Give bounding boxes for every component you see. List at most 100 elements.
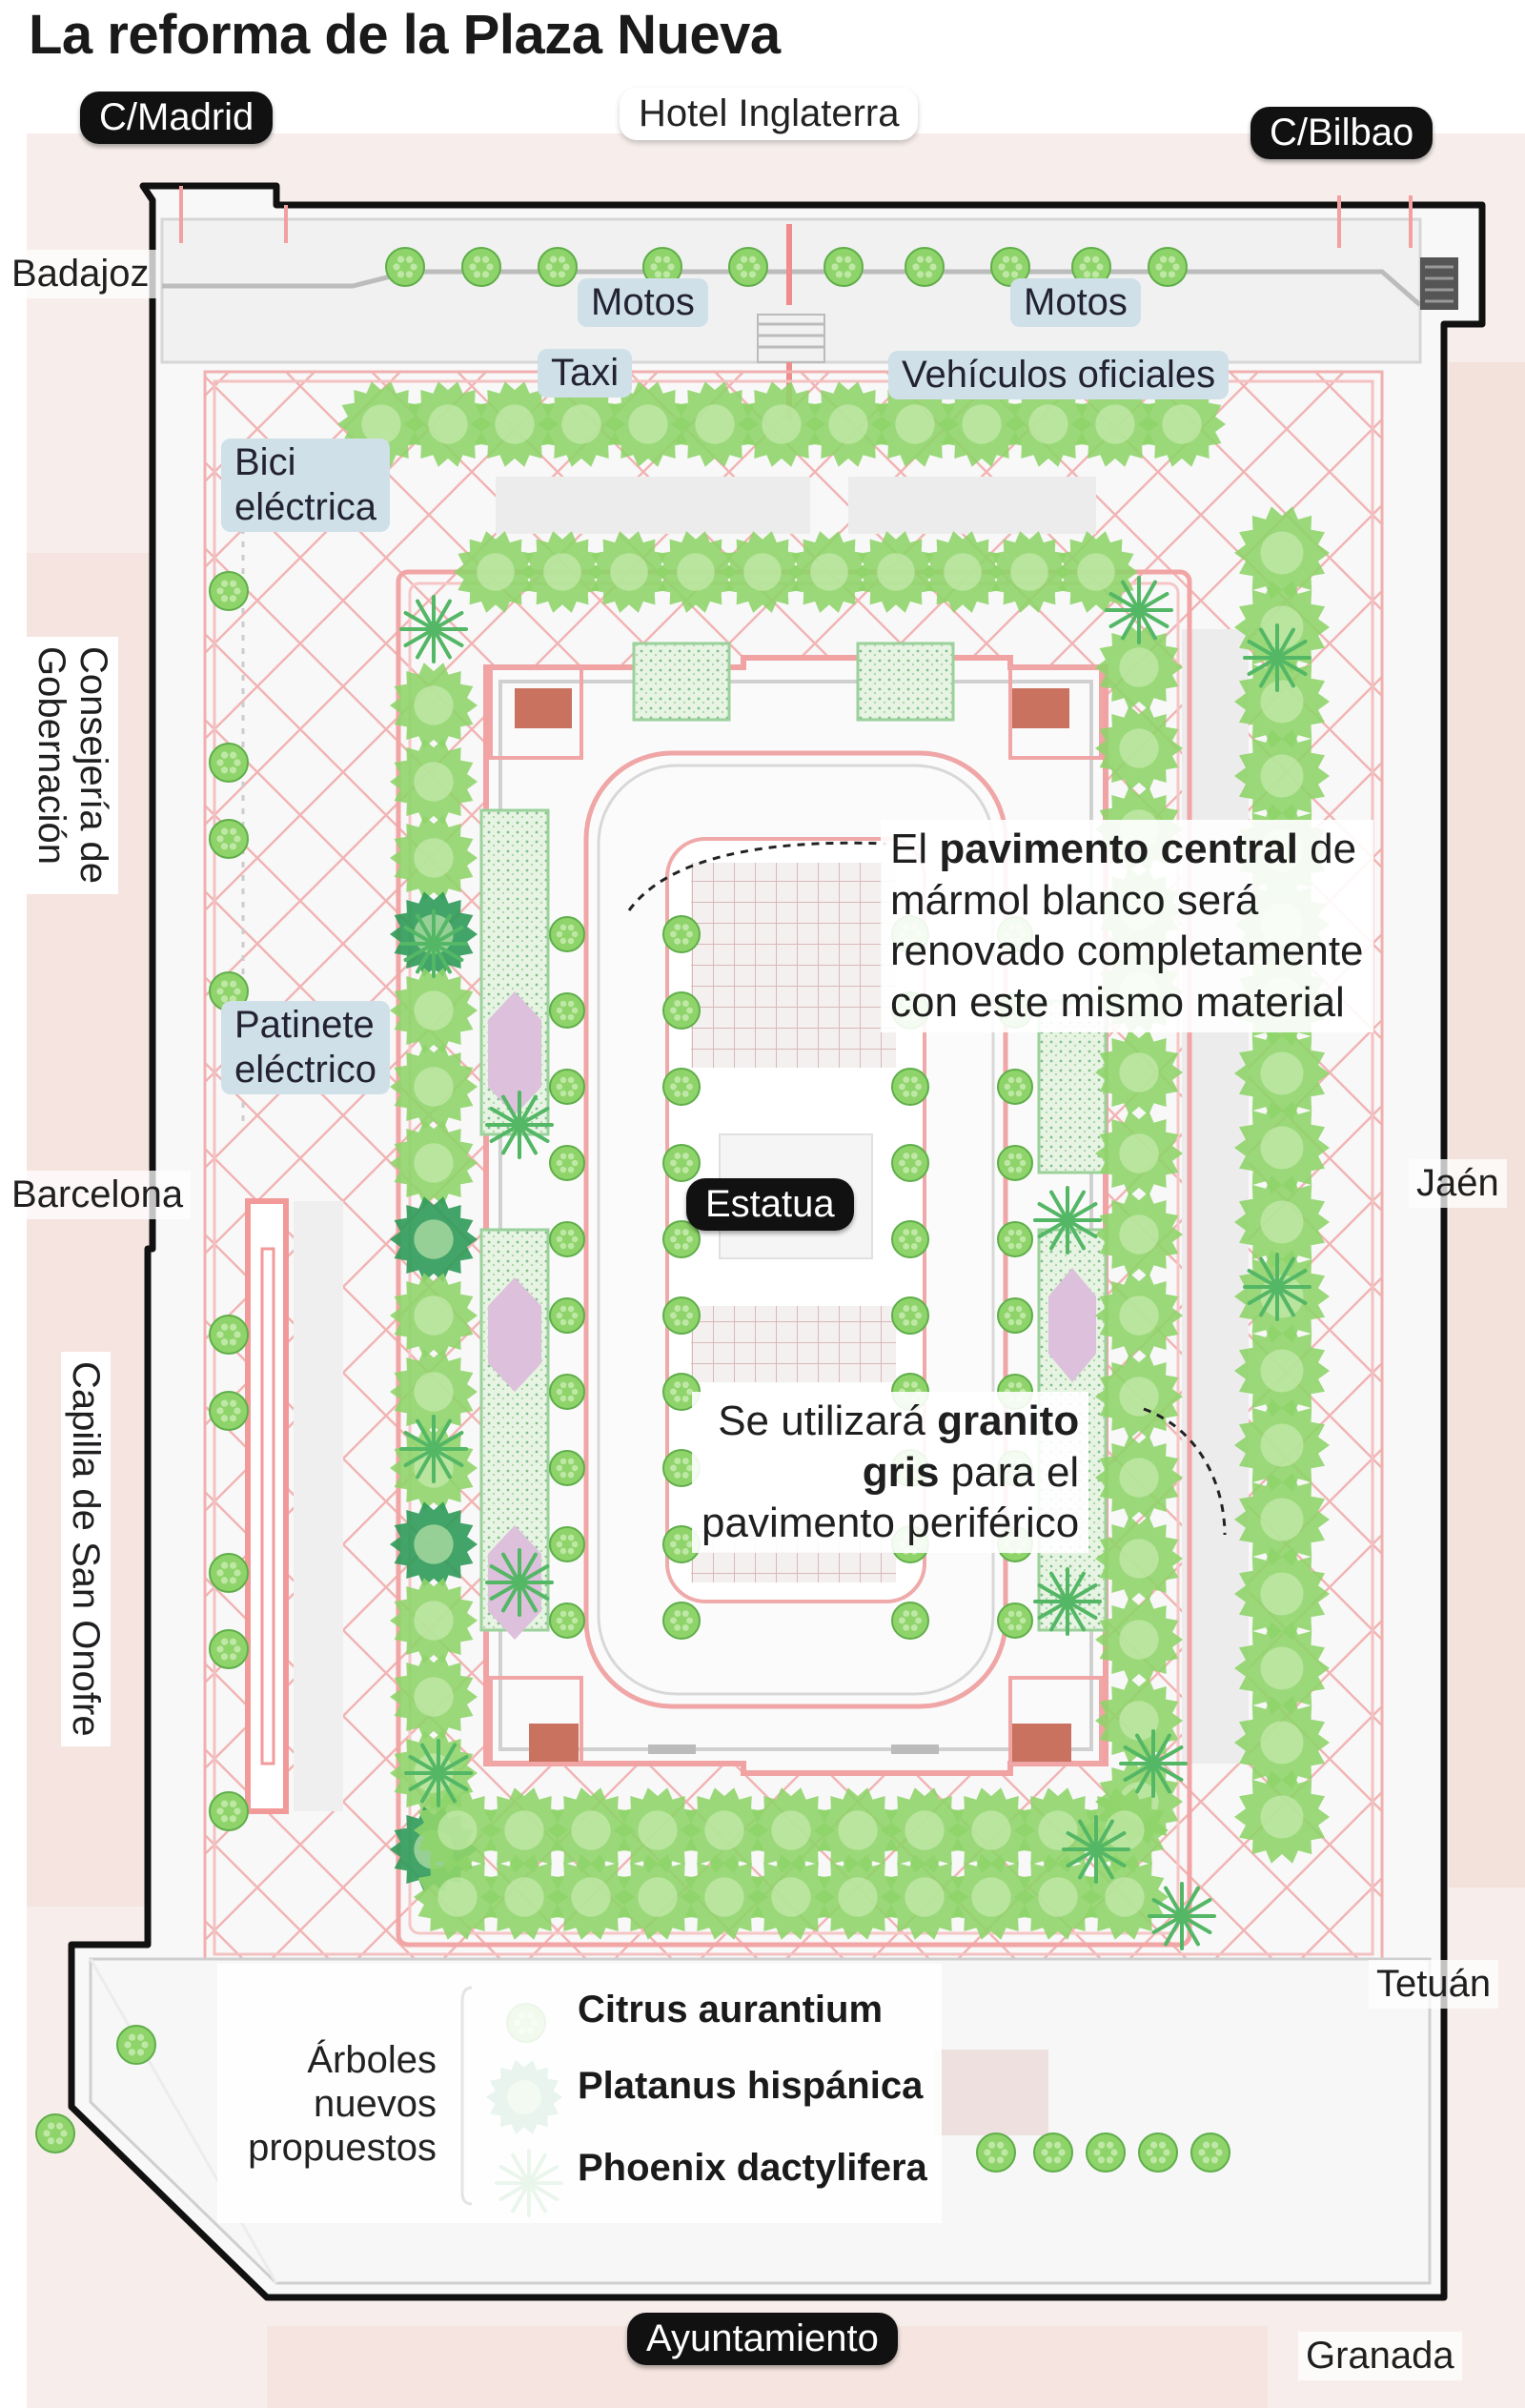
platanus-tree-icon [1234, 506, 1330, 600]
citrus-tree-icon [209, 819, 249, 859]
citrus-tree-icon [891, 1602, 929, 1640]
citrus-tree-icon [549, 1374, 585, 1410]
note-granito-pre: Se utilizará [718, 1398, 938, 1444]
citrus-tree-icon [997, 1602, 1033, 1639]
street-label-hotel-inglaterra: Hotel Inglaterra [620, 88, 919, 141]
citrus-tree-icon [662, 1449, 701, 1487]
platanus-tree-icon [1234, 1027, 1330, 1120]
paving-border [213, 379, 1374, 1956]
citrus-tree-icon [549, 1297, 585, 1334]
platanus-tree-icon [390, 1273, 478, 1358]
phoenix-palm-icon [1243, 1253, 1312, 1321]
note-central-paving: El pavimento central de mármol blanco se… [881, 820, 1373, 1032]
citrus-tree-icon [976, 2133, 1016, 2173]
platanus-tree-icon [1095, 1597, 1183, 1683]
citrus-tree-icon [997, 1069, 1033, 1105]
platanus-tree-icon [1095, 1435, 1183, 1520]
phoenix-palm-icon [1033, 1186, 1102, 1255]
platanus-tree-icon [721, 531, 804, 613]
planter-top-right [856, 642, 955, 722]
consejeria-text: Consejería de Gobernación [30, 646, 114, 885]
platanus-tree-icon [390, 1196, 478, 1282]
note-granito-bold2: gris [862, 1448, 940, 1496]
citrus-tree-icon [662, 1220, 701, 1258]
legend: Árboles nuevos propuestos Citrus auranti… [217, 1964, 942, 2223]
planter-top-left [632, 642, 731, 722]
page-title: La reforma de la Plaza Nueva [29, 4, 781, 66]
citrus-tree-icon [990, 247, 1030, 287]
legend-item-platanus: Platanus hispánica [578, 2065, 924, 2107]
citrus-tree-icon [209, 1791, 249, 1831]
platanus-tree-icon [747, 1787, 835, 1873]
platanus-tree-icon [671, 381, 759, 467]
note-central-line3: renovado completamente [890, 928, 1364, 975]
citrus-tree-icon [538, 247, 578, 287]
note-granito-post: para el [939, 1448, 1080, 1496]
platanus-tree-icon [454, 531, 538, 613]
platanus-tree-icon [1095, 624, 1183, 710]
grid-upper [691, 863, 896, 1068]
platanus-tree-icon [547, 1854, 635, 1940]
platanus-tree-icon [1138, 381, 1226, 467]
citrus-tree-icon [824, 247, 864, 287]
platanus-tree-icon [1095, 1192, 1183, 1277]
phoenix-palm-icon [399, 1415, 468, 1483]
bici-line2: eléctrica [234, 486, 376, 529]
platanus-tree-icon [480, 1854, 568, 1940]
phoenix-palm-icon [485, 1548, 554, 1617]
platanus-tree-icon [1234, 1696, 1330, 1789]
street-label-badajoz: Badajoz [4, 250, 157, 299]
citrus-tree-icon [642, 247, 682, 287]
platanus-tree-icon [547, 1787, 635, 1873]
phoenix-palm-icon [485, 1091, 554, 1159]
citrus-tree-icon [997, 1221, 1033, 1257]
platanus-tree-icon [1095, 705, 1183, 791]
citrus-tree-icon [461, 247, 501, 287]
citrus-tree-icon [662, 1068, 701, 1106]
citrus-tree-icon [997, 1145, 1033, 1181]
legend-title: Árboles nuevos propuestos [248, 2038, 437, 2170]
zone-label-estatua: Estatua [686, 1178, 854, 1232]
citrus-tree-icon [1148, 247, 1188, 287]
phoenix-palm-icon [399, 595, 468, 663]
citrus-tree-icon [891, 1296, 929, 1335]
citrus-tree-icon [116, 2025, 156, 2065]
crosswalk-stripes [758, 322, 824, 349]
bici-line1: Bici [234, 441, 296, 483]
platanus-tree-icon [1095, 1516, 1183, 1602]
platanus-tree-icon [404, 381, 492, 467]
zone-label-motos-right: Motos [1010, 278, 1141, 328]
platanus-tree-icon [390, 1120, 478, 1206]
platanus-tree-icon [390, 1578, 478, 1663]
platanus-tree-icon [938, 381, 1026, 467]
citrus-tree-icon [209, 571, 249, 611]
citrus-tree-icon [209, 1391, 249, 1431]
platanus-tree-icon [1095, 1273, 1183, 1358]
platanus-tree-icon [414, 1854, 501, 1940]
street-label-bilbao: C/Bilbao [1250, 107, 1434, 160]
street-label-barcelona: Barcelona [4, 1171, 192, 1220]
platanus-tree-icon [390, 1654, 478, 1740]
citrus-tree-icon [549, 1145, 585, 1181]
note-central-bold: pavimento central [939, 826, 1298, 872]
street-label-ayuntamiento: Ayuntamiento [627, 2313, 898, 2366]
legend-item-citrus: Citrus aurantium [578, 1989, 884, 2030]
note-granito-bold1: granito [937, 1398, 1080, 1444]
legend-item-phoenix: Phoenix dactylifera [578, 2147, 927, 2189]
zone-label-bici-electrica: Bici eléctrica [221, 439, 390, 533]
parking-strip-top-left [496, 477, 810, 534]
phoenix-palm-icon [1243, 623, 1312, 692]
note-central-post: de [1297, 826, 1357, 872]
callout-line-granito [1143, 1407, 1227, 1536]
platanus-tree-icon [390, 815, 478, 901]
platanus-tree-icon [614, 1787, 702, 1873]
citrus-tree-icon [35, 2113, 75, 2153]
bench-left [245, 1198, 289, 1814]
trees-layer [35, 247, 1330, 2173]
legend-title-line2: nuevos [314, 2083, 437, 2125]
citrus-tree-icon [662, 1144, 701, 1182]
phoenix-palm-icon [1148, 1882, 1216, 1950]
phoenix-palm-icon [1062, 1815, 1130, 1884]
citrus-tree-icon [891, 1068, 929, 1106]
